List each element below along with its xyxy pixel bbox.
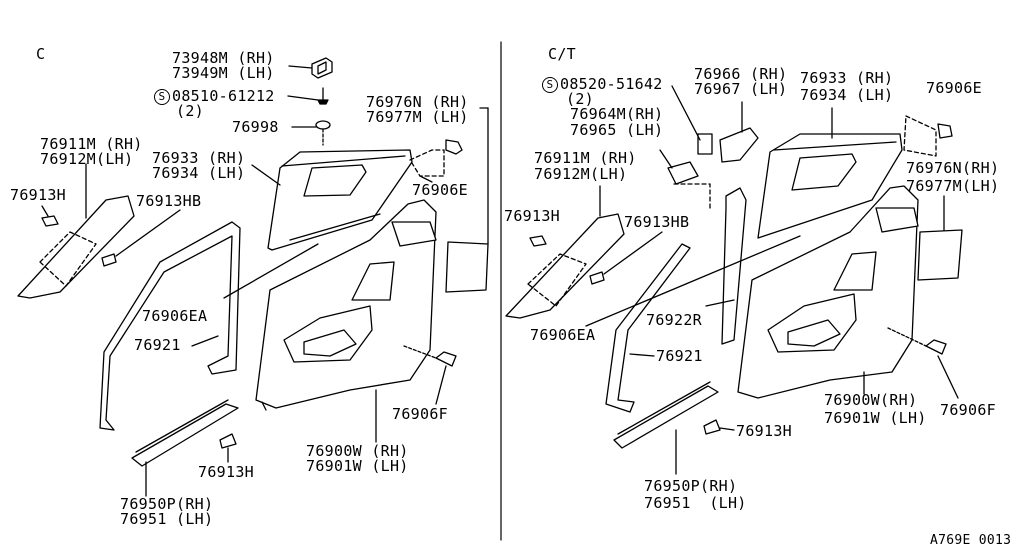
screw-number: 08510-61212 xyxy=(172,87,275,105)
leader-08520 xyxy=(671,85,701,141)
label-76976n: 76976N (RH) xyxy=(366,93,469,111)
label-76906ea-right: 76906EA xyxy=(530,326,596,344)
grommet-76913h-b-right-shape xyxy=(703,419,735,435)
label-76950p-left: 76950P(RH) xyxy=(120,495,214,513)
cap-76998-shape xyxy=(291,120,331,146)
pillar-trim-76911m-right-shape xyxy=(505,185,625,319)
label-76964m: 76964M(RH) xyxy=(570,105,664,123)
label-76934: 76934 (LH) xyxy=(152,164,246,182)
label-76906f-right: 76906F xyxy=(940,401,996,419)
label-76913h-right-b: 76913H xyxy=(736,422,792,440)
weatherstrip-76922r-shape xyxy=(705,187,747,345)
sill-plate-76950p-right-shape xyxy=(613,381,719,475)
label-76906f-left: 76906F xyxy=(392,405,448,423)
standard-part-symbol-right: S xyxy=(542,77,558,93)
screw-08510-shape xyxy=(287,87,329,105)
grommet-76913h-a-shape xyxy=(41,205,59,227)
label-76900w-right: 76900W(RH) xyxy=(824,391,918,409)
upper-trim-76933-right-shape xyxy=(757,107,903,239)
grommet-76913h-a-right-shape xyxy=(529,235,547,247)
leader-76906ea-right xyxy=(585,235,801,327)
leader-76921-left xyxy=(191,335,219,347)
label-76921-left: 76921 xyxy=(134,336,181,354)
label-76906e-right: 76906E xyxy=(926,79,982,97)
label-76913hb-left: 76913HB xyxy=(136,192,202,210)
clip-76906e-shape xyxy=(409,139,463,183)
label-76977m-right: 76977M(LH) xyxy=(906,177,1000,195)
label-76951-left: 76951 (LH) xyxy=(120,510,214,528)
cover-76976n-shape xyxy=(445,107,489,293)
label-76934-right: 76934 (LH) xyxy=(800,86,894,104)
upper-trim-76933-shape xyxy=(251,149,413,251)
label-76951-right: 76951 (LH) xyxy=(644,494,747,512)
standard-part-symbol: S xyxy=(154,89,170,105)
label-76965: 76965 (LH) xyxy=(570,121,664,139)
cover-76976n-right-shape xyxy=(917,195,963,281)
label-76933-right: 76933 (RH) xyxy=(800,69,894,87)
sill-plate-76950p-left-shape xyxy=(131,399,239,497)
grommet-76913h-b-left-shape xyxy=(219,433,237,463)
label-76912m-right: 76912M(LH) xyxy=(534,165,628,183)
label-76913h-left-a: 76913H xyxy=(10,186,66,204)
label-76901w-right: 76901W (LH) xyxy=(824,409,927,427)
screw-number-right: 08520-51642 xyxy=(560,75,663,93)
clip-73948m-shape xyxy=(288,57,333,79)
label-76950p-right: 76950P(RH) xyxy=(644,477,738,495)
clip-76906f-right-shape xyxy=(887,327,959,399)
label-screw-qty-left: (2) xyxy=(176,102,204,120)
leader-76906ea-left xyxy=(223,243,319,299)
label-76913hb-right: 76913HB xyxy=(624,213,690,231)
label-76921-right: 76921 xyxy=(656,347,703,365)
section-label-c: C xyxy=(36,45,46,63)
label-screw-qty-right: (2) xyxy=(566,90,594,108)
clip-76906f-left-shape xyxy=(403,345,457,405)
label-73949m: 73949M (LH) xyxy=(172,64,275,82)
pillar-trim-76911m-shape xyxy=(17,163,135,299)
quarter-trim-76900w-shape xyxy=(255,199,437,443)
label-76998: 76998 xyxy=(232,118,279,136)
quarter-trim-76900w-right-shape xyxy=(737,185,919,399)
label-76967: 76967 (LH) xyxy=(694,80,788,98)
label-76906ea-left: 76906EA xyxy=(142,307,208,325)
section-label-ct: C/T xyxy=(548,45,576,63)
diagram-code: A769E 0013 xyxy=(930,533,1012,548)
label-76976n-right: 76976N(RH) xyxy=(906,159,1000,177)
label-76922r: 76922R xyxy=(646,311,702,329)
label-76933: 76933 (RH) xyxy=(152,149,246,167)
weatherstrip-76921-right-shape xyxy=(605,243,691,413)
label-76911m-right: 76911M (RH) xyxy=(534,149,637,167)
label-76913h-left-b: 76913H xyxy=(198,463,254,481)
label-76900w-left: 76900W (RH) xyxy=(306,442,409,460)
bracket-76964-shape xyxy=(659,149,711,211)
clip-76913hb-right-shape xyxy=(589,231,663,285)
label-76901w-left: 76901W (LH) xyxy=(306,457,409,475)
clip-76913hb-a-shape xyxy=(101,209,181,267)
bracket-76966-shape xyxy=(697,101,759,163)
label-76906e-left: 76906E xyxy=(412,181,468,199)
label-76912m: 76912M(LH) xyxy=(40,150,134,168)
label-73948m: 73948M (RH) xyxy=(172,49,275,67)
label-76966: 76966 (RH) xyxy=(694,65,788,83)
clip-76906e-right-shape xyxy=(903,115,953,157)
weatherstrip-76921-shape xyxy=(99,221,241,431)
label-76913h-right-a: 76913H xyxy=(504,207,560,225)
label-76977m: 76977M (LH) xyxy=(366,108,469,126)
label-76911m: 76911M (RH) xyxy=(40,135,143,153)
